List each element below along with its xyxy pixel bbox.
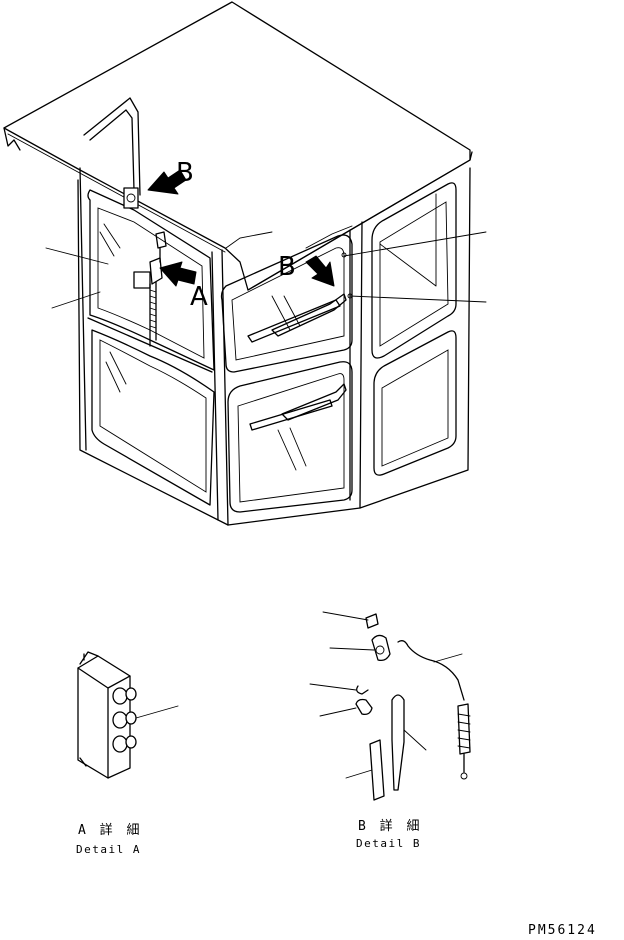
detail-b-title-jp: B 詳 細 (358, 819, 423, 834)
view-arrows (147, 169, 335, 287)
view-arrow-label-b-upper: B (176, 158, 194, 188)
cab-roof (3, 1, 473, 291)
detail-b-title-en: Detail B (356, 837, 421, 850)
detail-a-switch-box (77, 651, 179, 779)
view-arrow-label-b-lower: B (278, 252, 296, 282)
detail-a-title-jp: A 詳 細 (78, 823, 143, 838)
detail-a-switch-knobs (112, 687, 137, 753)
cab-right-side (371, 182, 457, 476)
detail-b-wiper-parts (309, 611, 471, 801)
cab-front (220, 167, 471, 526)
drawing-code: PM56124 (528, 923, 597, 938)
leader-lines-main (45, 231, 487, 309)
view-arrow-label-a: A (190, 282, 208, 312)
cab-left-side (77, 97, 229, 526)
detail-a-title-en: Detail A (76, 843, 141, 856)
